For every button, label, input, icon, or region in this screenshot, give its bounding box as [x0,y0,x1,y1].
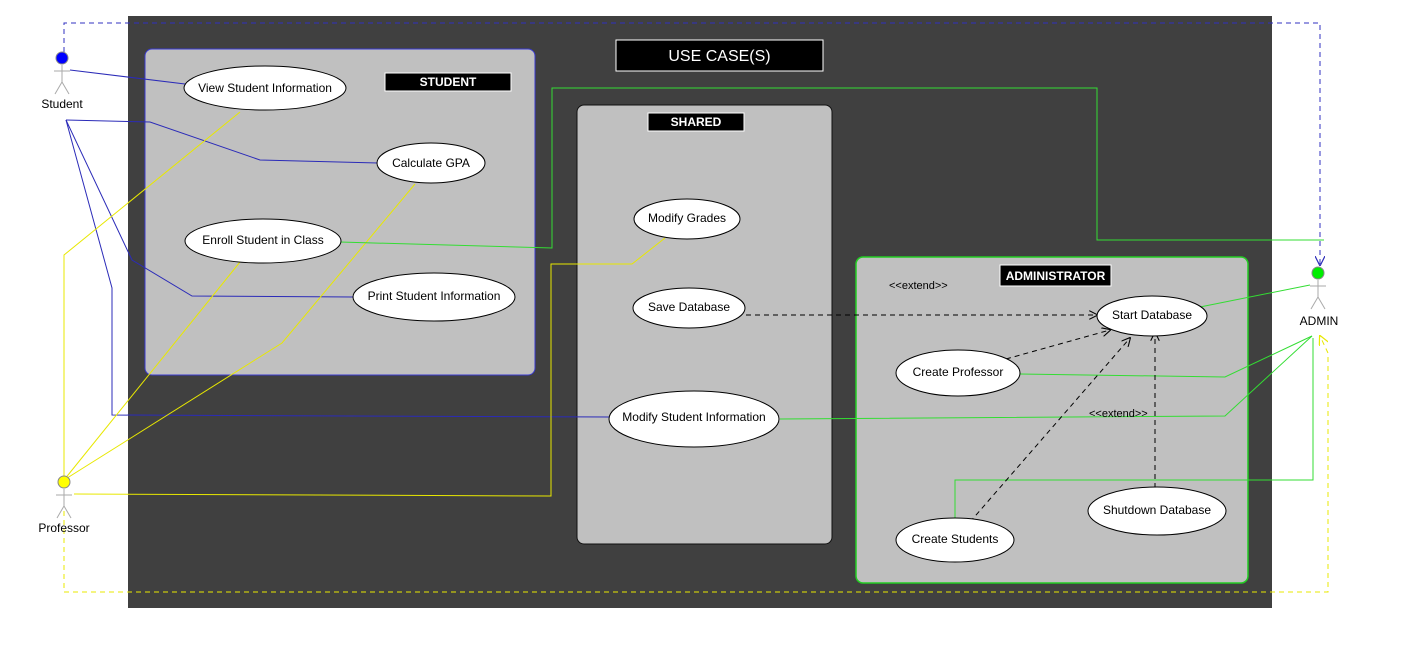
actor-head-icon [1311,266,1325,280]
title-box [615,39,824,72]
extend-relations [746,315,1155,523]
use-case-enroll-student-in-class[interactable]: Enroll Student in Class [184,218,342,264]
use-case-shutdown-database[interactable]: Shutdown Database [1087,486,1227,536]
extend-label-top: <<extend>> [889,280,948,292]
package-student-title-box [384,72,512,92]
actor-professor[interactable]: Professor [38,475,90,535]
use-case-calculate-gpa[interactable]: Calculate GPA [376,142,486,184]
package-administrator-title: ADMINISTRATOR [1006,269,1106,283]
actor-head-icon [57,475,71,489]
use-case-label: Create Professor [913,365,1004,379]
actor-label: ADMIN [1300,314,1339,328]
use-case-label: Modify Student Information [622,410,765,424]
package-student-title: STUDENT [420,75,477,89]
admin-associations [339,87,1324,520]
use-case-label: Create Students [912,532,999,546]
student-admin-dashed-link [63,22,1320,265]
use-case-label: Enroll Student in Class [202,233,323,247]
diagram-title: USE CASE(S) [668,48,770,65]
use-case-modify-student-information[interactable]: Modify Student Information [608,390,780,448]
package-shared-title-box [647,112,745,132]
stick-figure-icon [54,65,70,95]
use-case-label: View Student Information [198,81,332,95]
use-case-label: Shutdown Database [1103,503,1211,517]
use-case-label: Print Student Information [368,289,501,303]
professor-admin-dashed-link [63,336,1329,593]
use-case-save-database[interactable]: Save Database [632,287,746,329]
use-case-label: Modify Grades [648,211,726,225]
use-case-label: Start Database [1112,308,1192,322]
use-case-label: Save Database [648,300,730,314]
actor-student[interactable]: Student [41,51,83,111]
professor-associations [63,111,666,497]
stick-figure-icon [1310,280,1326,310]
use-case-start-database[interactable]: Start Database [1096,295,1208,337]
use-case-modify-grades[interactable]: Modify Grades [633,198,741,240]
actor-label: Professor [38,521,89,535]
use-case-create-students[interactable]: Create Students [895,517,1015,563]
use-case-view-student-information[interactable]: View Student Information [183,65,347,111]
use-case-create-professor[interactable]: Create Professor [895,349,1021,397]
package-administrator-title-box [999,264,1112,287]
actor-head-icon [55,51,69,65]
use-case-print-student-information[interactable]: Print Student Information [352,272,516,322]
actor-label: Student [41,97,83,111]
use-case-label: Calculate GPA [392,156,470,170]
package-shared-title: SHARED [671,115,722,129]
stick-figure-icon [56,489,72,519]
extend-label-middle: <<extend>> [1089,408,1148,420]
actor-admin[interactable]: ADMIN [1300,266,1339,328]
